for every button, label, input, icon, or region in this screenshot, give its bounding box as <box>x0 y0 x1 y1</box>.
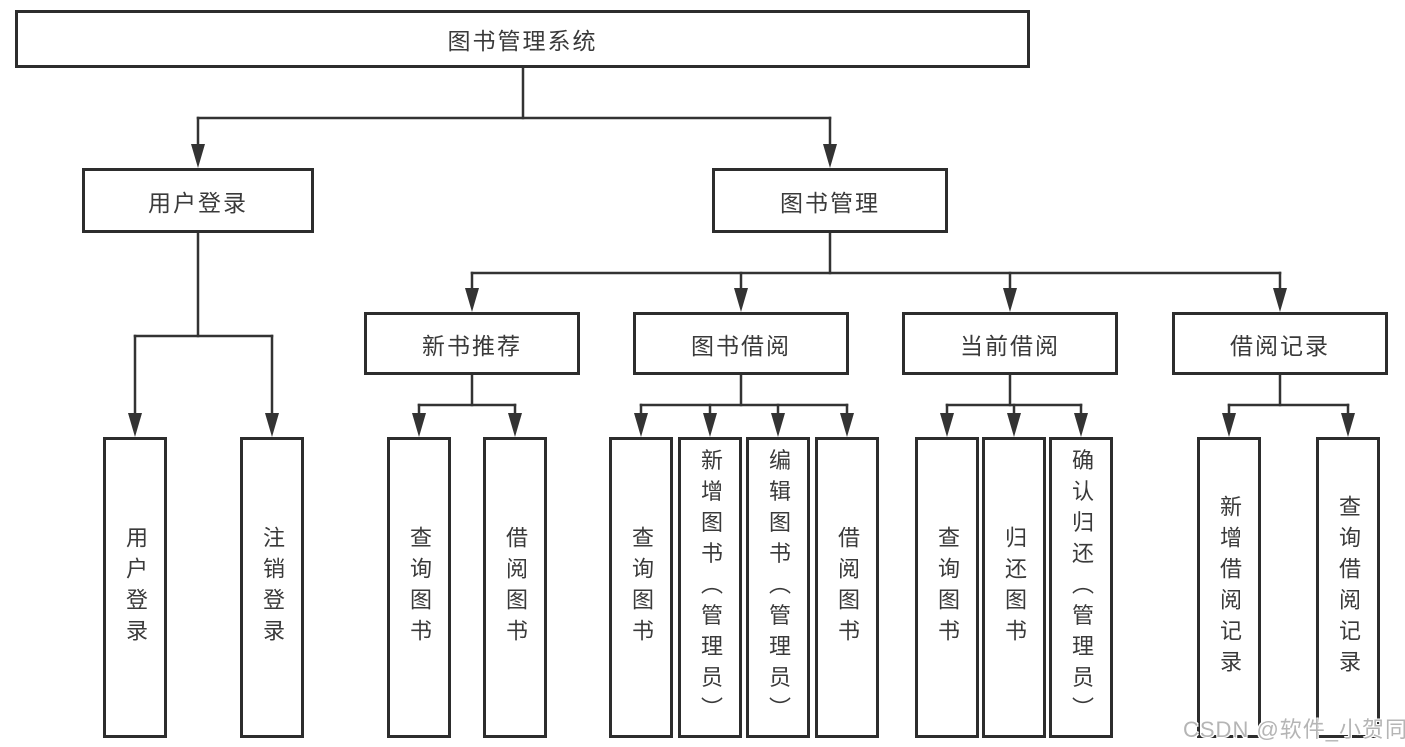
node-book-borrowing: 图书借阅 <box>633 312 849 375</box>
leaf-query-books-current: 查询图书 <box>915 437 979 738</box>
leaf-label: 查询图书 <box>629 525 654 650</box>
leaf-query-borrow-record: 查询借阅记录 <box>1316 437 1380 738</box>
leaf-label: 新增图书（管理员） <box>698 448 723 727</box>
leaf-query-books-recommend: 查询图书 <box>387 437 451 738</box>
node-new-book-recommendation: 新书推荐 <box>364 312 580 375</box>
leaf-add-borrow-record: 新增借阅记录 <box>1197 437 1261 738</box>
leaf-label: 编辑图书（管理员） <box>766 448 791 727</box>
leaf-label: 借阅图书 <box>503 525 528 650</box>
node-label: 借阅记录 <box>1230 332 1330 359</box>
leaf-label: 用户登录 <box>123 525 148 650</box>
leaf-label: 确认归还（管理员） <box>1069 448 1094 727</box>
node-user-login: 用户登录 <box>82 168 314 233</box>
leaf-user-login: 用户登录 <box>103 437 167 738</box>
leaf-label: 借阅图书 <box>835 525 860 650</box>
node-current-borrowing: 当前借阅 <box>902 312 1118 375</box>
node-borrowing-records: 借阅记录 <box>1172 312 1388 375</box>
node-label: 新书推荐 <box>422 332 522 359</box>
leaf-borrow-books-borrowing: 借阅图书 <box>815 437 879 738</box>
csdn-watermark: CSDN @软件_小贺同学 <box>1183 717 1405 742</box>
node-label: 图书管理 <box>780 189 880 216</box>
leaf-logout: 注销登录 <box>240 437 304 738</box>
leaf-label: 归还图书 <box>1002 525 1027 650</box>
leaf-label: 查询借阅记录 <box>1336 494 1361 681</box>
leaf-return-books: 归还图书 <box>982 437 1046 738</box>
leaf-add-books-admin: 新增图书（管理员） <box>678 437 742 738</box>
node-label: 图书管理系统 <box>447 28 598 54</box>
leaf-label: 查询图书 <box>407 525 432 650</box>
leaf-edit-books-admin: 编辑图书（管理员） <box>746 437 810 738</box>
node-book-management: 图书管理 <box>712 168 948 233</box>
node-label: 用户登录 <box>148 189 248 216</box>
leaf-confirm-return-admin: 确认归还（管理员） <box>1049 437 1113 738</box>
node-label: 图书借阅 <box>691 332 791 359</box>
leaf-query-books-borrowing: 查询图书 <box>609 437 673 738</box>
leaf-label: 查询图书 <box>935 525 960 650</box>
node-label: 当前借阅 <box>960 332 1060 359</box>
leaf-label: 注销登录 <box>260 525 285 650</box>
node-library-management-system: 图书管理系统 <box>15 10 1030 68</box>
leaf-label: 新增借阅记录 <box>1217 494 1242 681</box>
leaf-borrow-books-recommend: 借阅图书 <box>483 437 547 738</box>
